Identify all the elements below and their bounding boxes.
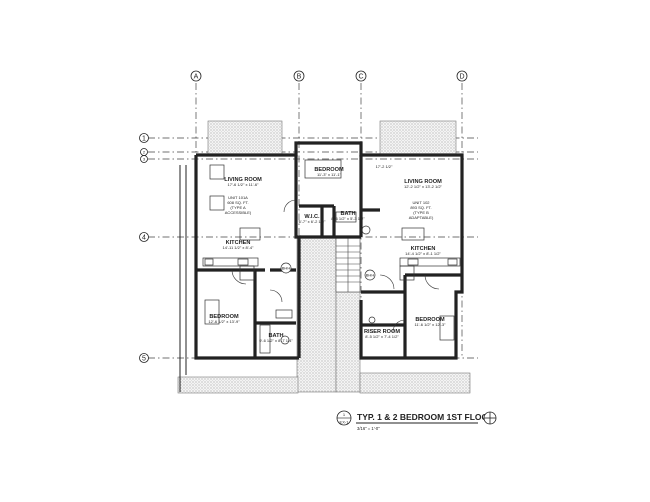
riser-room-dim: 8'-5 1/2" x 7'-4 1/2"	[365, 334, 399, 339]
tub-left	[259, 324, 271, 354]
detail-number: 1	[343, 412, 346, 417]
range-right	[447, 258, 458, 266]
grid-label-a: A	[194, 74, 199, 81]
grid-bubble-a	[190, 70, 202, 82]
tag-bhh-right: BHH	[366, 273, 375, 278]
living-room-right-dim: 12'-2 1/2" x 13'-2 1/2"	[404, 184, 443, 189]
grid-label-5: 5	[142, 356, 146, 363]
grid-bubble-b	[293, 70, 305, 82]
kitchen-right-label: KITCHEN	[411, 246, 436, 252]
stair	[335, 237, 361, 293]
bed-right	[439, 315, 455, 341]
doors	[231, 199, 440, 333]
bedroom-right-dim: 11'-6 1/2" x 12'-3"	[415, 322, 447, 327]
title-block: 1 EX-1 TYP. 1 & 2 BEDROOM 1ST FLOOR 3/16…	[336, 410, 497, 431]
fixtures	[202, 159, 461, 354]
grid-column-markers: A B C D	[190, 70, 468, 82]
living-room-right-label: LIVING ROOM	[404, 179, 442, 185]
sink-right	[407, 258, 419, 266]
bedroom-left-dim: 12'-6 1/2" x 13'-9"	[208, 319, 240, 324]
walkway-right	[359, 372, 471, 394]
bath-center-dim: 8'-6 1/2" x 5'-3 1/2"	[331, 216, 365, 221]
unit-101-area: 608 SQ. FT.	[227, 200, 248, 205]
patio-right	[379, 120, 457, 155]
drawing-title: TYP. 1 & 2 BEDROOM 1ST FLOOR	[357, 412, 494, 422]
grid-label-c: C	[358, 74, 363, 81]
detail-sheet: EX-1	[340, 420, 350, 425]
unit-102-label: UNIT 102	[412, 200, 430, 205]
living-room-left-dim: 17'-6 1/2" x 11'-6"	[228, 182, 260, 187]
unit-101-label: UNIT 101A	[228, 195, 248, 200]
exterior-walls	[179, 141, 464, 392]
vanity-left	[275, 309, 293, 319]
corridor-hatch-right	[335, 291, 361, 393]
bath-center-label: BATH	[340, 211, 355, 217]
wic-dim: 6'-7" x 6'-2 1/2"	[299, 219, 326, 224]
grid-label-3: 3	[143, 157, 146, 162]
room-labels: LIVING ROOM 17'-6 1/2" x 11'-6" UNIT 101…	[208, 164, 446, 343]
drawing-scale: 3/16" = 1'-0"	[357, 426, 380, 431]
grid-label-1: 1	[142, 136, 146, 143]
range-left	[204, 258, 214, 266]
riser-room-label: RISER ROOM	[364, 329, 400, 335]
dimension-top: 17'-2 1/2"	[376, 164, 393, 169]
bedroom-center-dim: 11'-3" x 11'-1"	[317, 172, 342, 177]
patio-left	[207, 120, 283, 155]
equipment-tags: BHH BHH	[280, 262, 376, 281]
unit-102-area: 893 SQ. FT.	[410, 205, 431, 210]
wic-label: W.I.C.	[304, 214, 320, 220]
kitchen-left-label: KITCHEN	[226, 240, 251, 246]
grid-label-4: 4	[142, 235, 146, 242]
bath-left-label: BATH	[268, 333, 283, 339]
kitchen-right-dim: 14'-4 1/2" x 8'-1 1/2"	[405, 251, 441, 256]
bed-left	[204, 299, 220, 325]
grid-label-b: B	[297, 74, 302, 81]
fridge-right	[399, 265, 415, 281]
unit-102-note: ADAPTABLE)	[409, 215, 434, 220]
living-room-left-label: LIVING ROOM	[224, 177, 262, 183]
grid-bubble-c	[355, 70, 367, 82]
tub-center	[335, 211, 357, 223]
unit-101-note: ACCESSIBLE)	[225, 210, 252, 215]
bath-left-dim: 9'-6 1/2" x 8'-7 1/4"	[259, 338, 293, 343]
grid-label-2: 2	[143, 150, 146, 155]
grid-row-markers: 1 2 3 4 5	[139, 133, 149, 363]
kitchen-left-dim: 14'-11 1/2" x 8'-4"	[223, 245, 255, 250]
grid-label-d: D	[459, 74, 464, 81]
unit-102-type: (TYPE B	[413, 210, 429, 215]
island-left	[239, 227, 261, 241]
interior-walls	[196, 204, 462, 358]
unit-101-type: (TYPE A	[230, 205, 246, 210]
bed-center	[304, 159, 342, 179]
island-right	[401, 227, 425, 241]
corridor-hatch	[296, 236, 337, 393]
fridge-left	[239, 265, 255, 281]
bedroom-right-label: BEDROOM	[415, 317, 445, 323]
bedroom-left-label: BEDROOM	[209, 314, 239, 320]
grid-bubble-d	[456, 70, 468, 82]
tag-bhh-left: BHH	[282, 266, 291, 271]
bedroom-center-label: BEDROOM	[314, 167, 344, 173]
walkway-left	[177, 376, 299, 394]
sink-left	[237, 258, 249, 266]
